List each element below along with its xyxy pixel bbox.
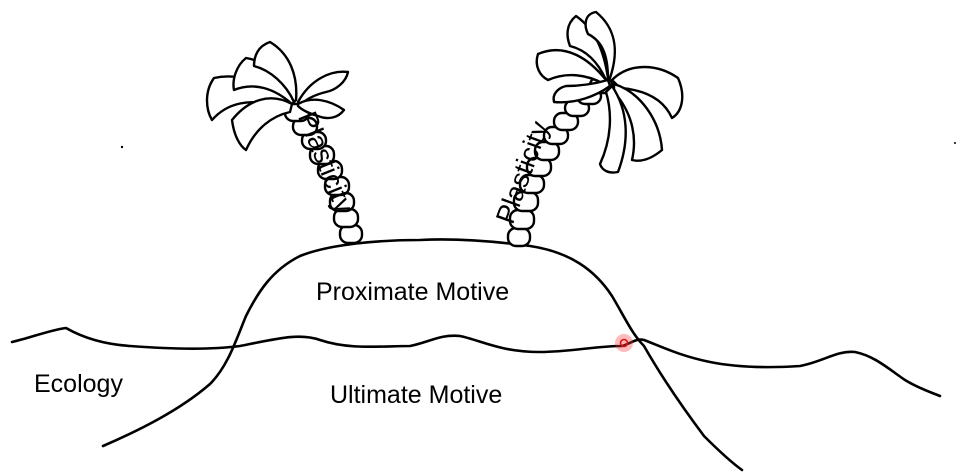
cursor-dot-icon (615, 334, 633, 352)
left-palm-leaves (205, 40, 350, 152)
water-line (10, 326, 942, 398)
left-palm-tree (205, 40, 364, 245)
speck-dot (120, 145, 124, 149)
right-palm-tree (506, 10, 684, 248)
right-palm-leaves (535, 10, 684, 174)
island-outline (101, 238, 744, 472)
left-palm-trunk (283, 102, 364, 245)
ecology-label: Ecology (34, 370, 123, 398)
ultimate-motive-label: Ultimate Motive (330, 381, 503, 409)
proximate-motive-label: Proximate Motive (316, 278, 510, 306)
speck-dot (954, 142, 956, 144)
